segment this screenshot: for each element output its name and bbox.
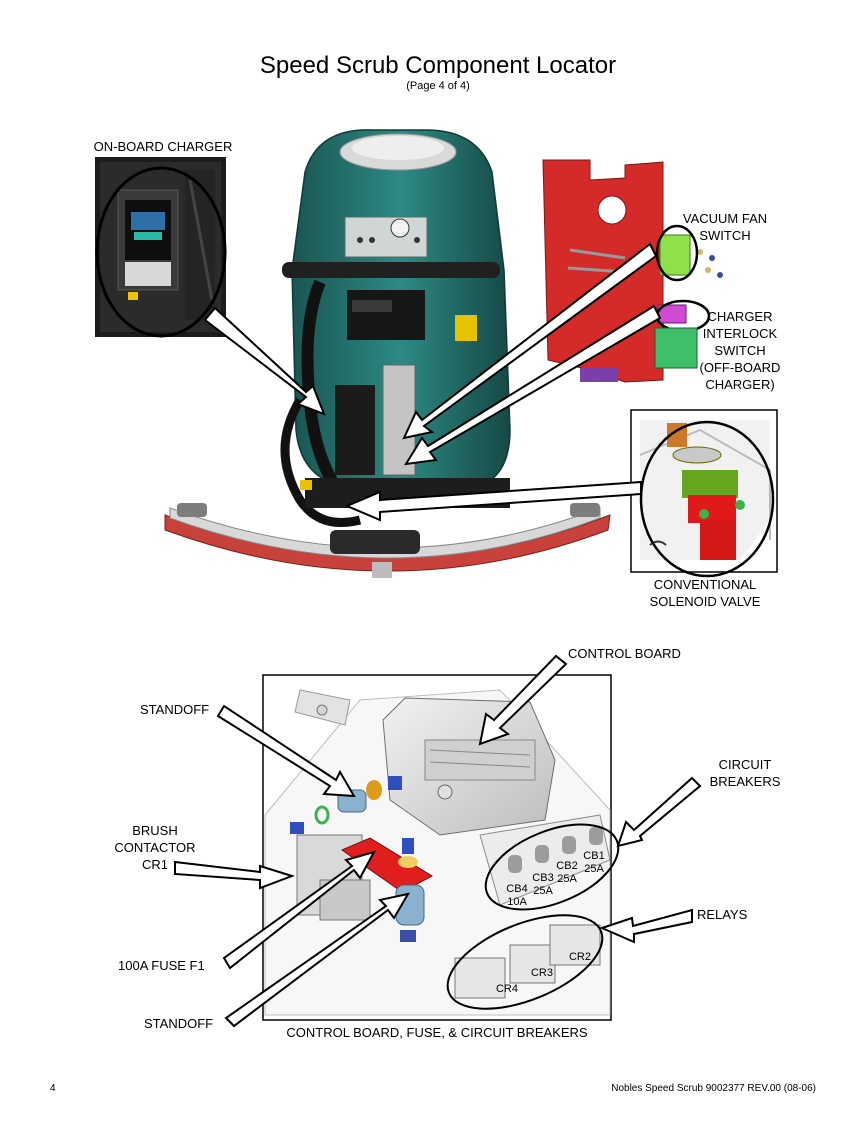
machine-illustration (282, 130, 510, 523)
breaker-cb1-rating: 25A (579, 863, 609, 876)
breaker-cb4-id: CB4 (502, 883, 532, 896)
charger-interlock-line4: (OFF-BOARD (690, 359, 790, 376)
brush-contactor-label: BRUSH CONTACTOR CR1 (100, 822, 210, 873)
breaker-cb1-id: CB1 (579, 850, 609, 863)
squeegee-illustration (165, 503, 610, 578)
circuit-breakers-label: CIRCUIT BREAKERS (700, 756, 790, 790)
standoff-top-label: STANDOFF (140, 701, 220, 718)
solenoid-label-line2: SOLENOID VALVE (630, 593, 780, 610)
charger-interlock-line5: CHARGER) (690, 376, 790, 393)
vacuum-fan-switch-label-line2: SWITCH (670, 227, 780, 244)
relay-cr2: CR2 (565, 951, 595, 964)
circuit-breakers-line1: CIRCUIT (700, 756, 790, 773)
brush-contactor-line1: BRUSH (100, 822, 210, 839)
onboard-charger-label: ON-BOARD CHARGER (78, 138, 248, 155)
standoff-bottom-label: STANDOFF (144, 1015, 224, 1032)
page-number: 4 (50, 1083, 56, 1094)
solenoid-valve-inset (631, 410, 777, 576)
callout-arrow-relays (602, 910, 692, 942)
relays-label: RELAYS (697, 906, 767, 923)
relay-cr4: CR4 (492, 983, 522, 996)
callout-arrow-circuit-breakers (618, 778, 700, 846)
charger-interlock-line3: SWITCH (690, 342, 790, 359)
onboard-charger-photo (95, 157, 226, 337)
relay-cr3: CR3 (527, 967, 557, 980)
breaker-cb4: CB4 10A (502, 883, 532, 909)
circuit-breakers-line2: BREAKERS (700, 773, 790, 790)
solenoid-valve-label: CONVENTIONAL SOLENOID VALVE (630, 576, 780, 610)
document-reference: Nobles Speed Scrub 9002377 REV.00 (08-06… (560, 1083, 816, 1094)
vacuum-fan-switch-label-line1: VACUUM FAN (670, 210, 780, 227)
breaker-cb1: CB1 25A (579, 850, 609, 876)
charger-interlock-line1: CHARGER (690, 308, 790, 325)
brush-contactor-line3: CR1 (100, 856, 210, 873)
inset-caption: CONTROL BOARD, FUSE, & CIRCUIT BREAKERS (263, 1024, 611, 1041)
vacuum-fan-switch-label: VACUUM FAN SWITCH (670, 210, 780, 244)
breaker-cb3: CB3 25A (528, 872, 558, 898)
solenoid-label-line1: CONVENTIONAL (630, 576, 780, 593)
brush-contactor-line2: CONTACTOR (100, 839, 210, 856)
control-board-label: CONTROL BOARD (568, 645, 698, 662)
charger-interlock-line2: INTERLOCK (690, 325, 790, 342)
control-board-inset (263, 675, 630, 1028)
breaker-cb4-rating: 10A (502, 896, 532, 909)
fuse-label: 100A FUSE F1 (118, 957, 228, 974)
breaker-cb3-id: CB3 (528, 872, 558, 885)
breaker-cb3-rating: 25A (528, 885, 558, 898)
charger-interlock-switch-label: CHARGER INTERLOCK SWITCH (OFF-BOARD CHAR… (690, 308, 790, 393)
